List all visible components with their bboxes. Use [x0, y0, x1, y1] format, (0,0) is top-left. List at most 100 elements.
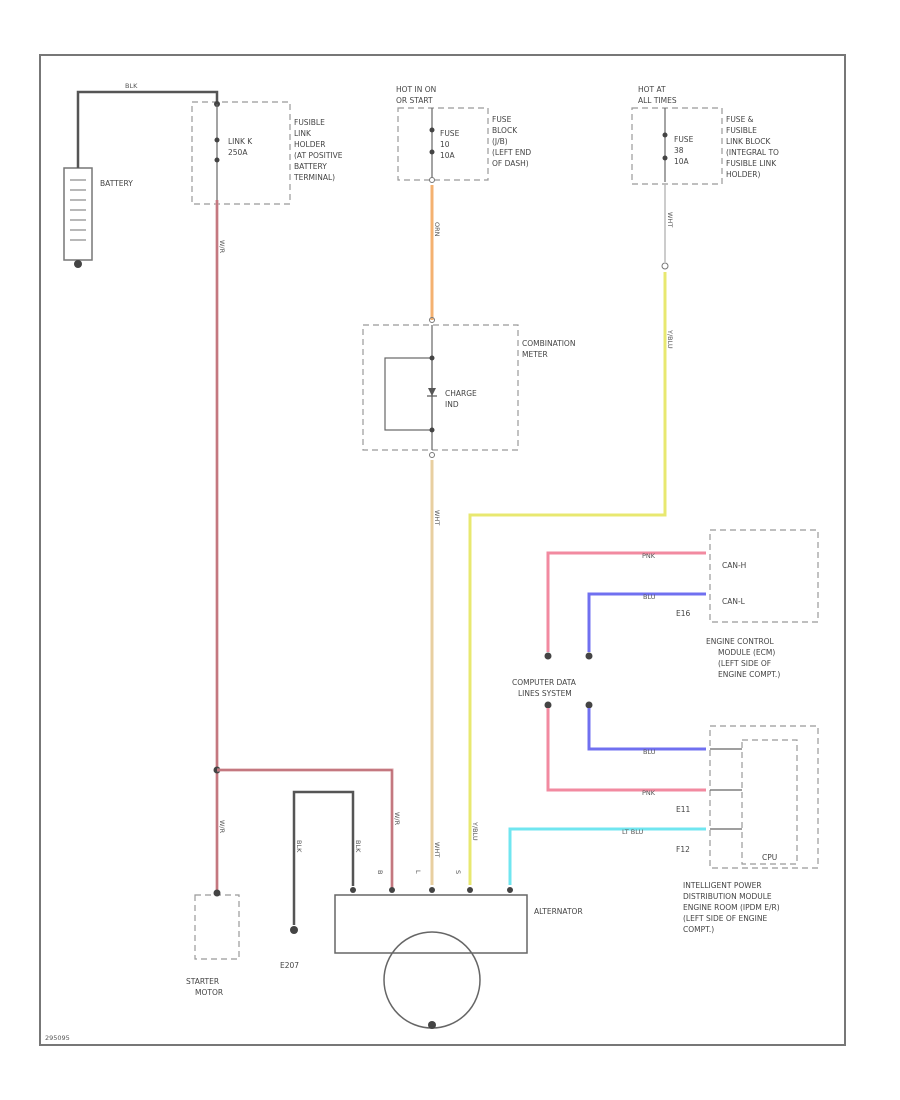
wire-label-sense-lower: Y/BLU: [471, 821, 479, 841]
ecm-label-3: (LEFT SIDE OF: [718, 659, 771, 668]
ipdm-label-5: COMPT.): [683, 925, 714, 934]
fusible-link-label-5: BATTERY: [294, 162, 327, 171]
combination-meter-node-bottom: [429, 427, 435, 433]
alternator-b-wire-red: [217, 768, 394, 890]
fusible-link-name: LINK K: [228, 137, 253, 146]
ecm-connector-label: E16: [676, 609, 691, 618]
wire-label-charge-lower: WHT: [433, 842, 441, 857]
combination-meter-box: [362, 324, 519, 451]
alternator-terminal-e: [350, 887, 356, 893]
wire-label-can-l-ipdm: BLU: [643, 748, 656, 756]
wire-label-alt-control: LT BLU: [622, 828, 644, 836]
diagram-reference-number: 295095: [45, 1034, 70, 1042]
wire-label-alt-b: W/R: [393, 812, 401, 826]
hot-run-label-1: HOT IN ON: [396, 85, 436, 94]
cdl-label-1: COMPUTER DATA: [512, 678, 577, 687]
fuse-fusible-label-5: FUSIBLE LINK: [726, 159, 777, 168]
hot-all-label-1: HOT AT: [638, 85, 666, 94]
fuse-10-node-2: [429, 149, 435, 155]
ecm-label-4: ENGINE COMPT.): [718, 670, 780, 679]
can-l-wire-ipdm-blue: [587, 708, 706, 751]
fuse-block-label-4: (LEFT END: [492, 148, 531, 157]
charge-indicator-lamp-icon: [427, 388, 437, 397]
fuse-fusible-label-1: FUSE &: [726, 115, 754, 124]
combination-meter-node-top: [429, 355, 435, 361]
fusible-link-label-1: FUSIBLE: [294, 118, 325, 127]
starter-motor-label-2: MOTOR: [195, 988, 223, 997]
ground-point-label: E207: [280, 961, 299, 970]
fuse-block-jb-box: [397, 107, 489, 181]
fuse-block-label-2: BLOCK: [492, 126, 518, 135]
sense-connector: [661, 262, 669, 270]
wire-label-ign-feed: ORN: [433, 222, 441, 237]
alternator-case-ground: [428, 1021, 436, 1029]
battery-ground-dot: [74, 260, 82, 268]
charge-ind-label-1: CHARGE: [445, 389, 477, 398]
fuse-fusible-label-3: LINK BLOCK: [726, 137, 771, 146]
wire-label-can-l-ecm: BLU: [643, 593, 656, 601]
diagram-frame: [39, 54, 846, 1046]
starter-motor-box: [194, 894, 240, 960]
wire-label-sense-upper: Y/BLU: [666, 329, 674, 349]
sense-wire-yellow: [468, 272, 667, 885]
combination-meter-label-2: METER: [522, 350, 548, 359]
ipdm-label-1: INTELLIGENT POWER: [683, 881, 762, 890]
ipdm-box: [709, 725, 819, 869]
fuse-block-label-1: FUSE: [492, 115, 512, 124]
ipdm-connector-e11: E11: [676, 805, 691, 814]
starter-motor-label-1: STARTER: [186, 977, 219, 986]
wire-label-charge-upper: WHT: [433, 510, 441, 525]
alternator-body: [334, 894, 528, 954]
fuse-fusible-label-4: (INTEGRAL TO: [726, 148, 779, 157]
can-h-wire-ecm-pink: [546, 551, 706, 652]
alternator-terminal-s: [467, 887, 473, 893]
fusible-link-node-1: [214, 137, 220, 143]
alternator-pin-label-l: L: [414, 870, 422, 874]
fuse-fusible-link-block-box: [631, 107, 723, 185]
ipdm-cpu-box: [741, 739, 798, 865]
fuse-38-label-1: FUSE: [674, 135, 694, 144]
alternator-terminal-l: [429, 887, 435, 893]
fuse-38-node-1: [662, 132, 668, 138]
alternator-terminal-c: [507, 887, 513, 893]
fuse-38-label-2: 38: [674, 146, 684, 155]
alternator-label: ALTERNATOR: [534, 907, 583, 916]
wire-label-can-h-ipdm: PNK: [642, 789, 656, 797]
wire-label-battery-blk: BLK: [125, 82, 138, 90]
hot-run-label-2: OR START: [396, 96, 433, 105]
ecm-pin-can-l: CAN-L: [722, 597, 746, 606]
alternator-rotor-circle: [383, 931, 481, 1029]
ecm-box: [709, 529, 819, 623]
fusible-link-label-3: HOLDER: [294, 140, 325, 149]
ecm-label-2: MODULE (ECM): [718, 648, 775, 657]
hot-all-label-2: ALL TIMES: [638, 96, 677, 105]
fuse-fusible-label-2: FUSIBLE: [726, 126, 757, 135]
battery-symbol: [63, 167, 93, 261]
charge-ind-label-2: IND: [445, 400, 459, 409]
ipdm-label-3: ENGINE ROOM (IPDM E/R): [683, 903, 780, 912]
fusible-link-label-4: (AT POSITIVE: [294, 151, 343, 160]
wire-label-sense-feed: WHT: [666, 212, 674, 227]
alternator-b-wire-core: [217, 769, 393, 890]
wire-label-feed-upper: W/R: [218, 240, 226, 254]
combination-meter-input-connector: [429, 317, 435, 323]
fusible-link-node-2: [214, 157, 220, 163]
fuse-10-node-1: [429, 127, 435, 133]
battery-label: BATTERY: [100, 179, 133, 188]
combination-meter-label-1: COMBINATION: [522, 339, 575, 348]
alt-control-wire-light-blue: [508, 827, 706, 885]
fusible-link-label-6: TERMINAL): [293, 173, 335, 182]
fusible-link-amps: 250A: [228, 148, 248, 157]
wire-label-feed-lower: W/R: [218, 820, 226, 834]
cdl-node-can-h-top: [544, 652, 552, 660]
ecm-label-1: ENGINE CONTROL: [706, 637, 775, 646]
alternator-pin-label-b: B: [376, 870, 384, 874]
wire-label-ground-1: BLK: [295, 840, 303, 853]
cdl-node-can-l-top: [585, 652, 593, 660]
fusible-link-label-2: LINK: [294, 129, 312, 138]
fuse-10-label-3: 10A: [440, 151, 456, 160]
fuse-block-label-5: OF DASH): [492, 159, 529, 168]
cdl-label-2: LINES SYSTEM: [518, 689, 572, 698]
ipdm-connector-f12: F12: [676, 845, 690, 854]
